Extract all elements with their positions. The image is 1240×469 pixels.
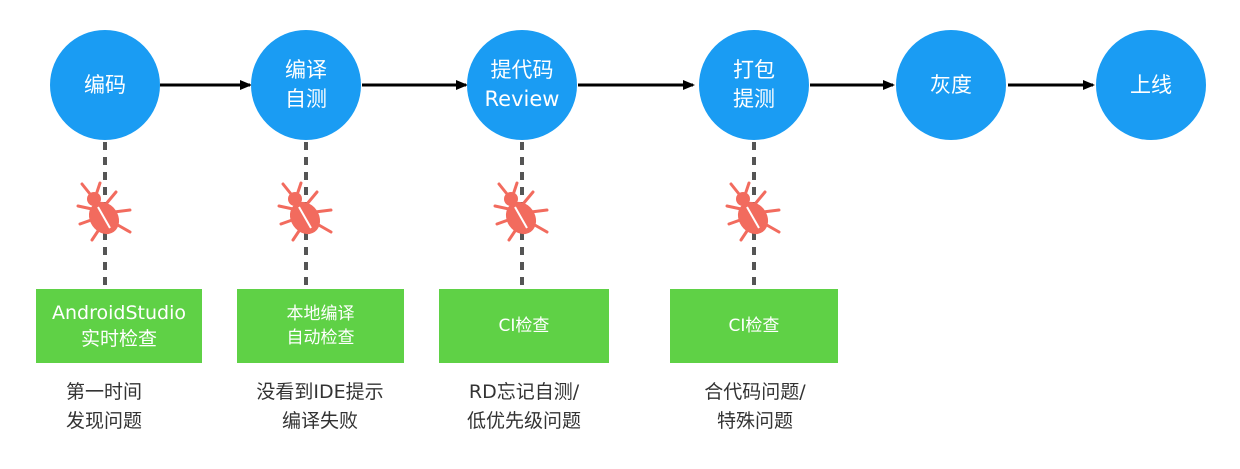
check-label: CI检查 [498,316,550,336]
check-label: 自动检查 [286,328,355,348]
stage-label: Review [484,87,560,111]
note-line: 第一时间 [65,381,142,403]
note-line: 发现问题 [65,410,142,432]
note-line: 合代码问题/ [704,381,806,403]
note-line: 编译失败 [281,410,358,432]
check-label: 本地编译 [286,304,355,324]
note-first-time: 第一时间 发现问题 [4,378,204,436]
bug-icon [76,181,132,242]
note-rd-forgot: RD忘记自测/ 低优先级问题 [424,378,624,436]
check-label: AndroidStudio [52,302,186,324]
check-ci-1: CI检查 [439,289,609,363]
stage-package-submit: 打包 提测 [699,30,809,140]
stage-label: 打包 [733,58,775,82]
stage-gray-release: 灰度 [896,30,1006,140]
stage-label: 编译 [285,58,327,82]
stage-compile-selftest: 编译 自测 [251,30,361,140]
bug-icon [725,181,781,242]
stage-label: 编码 [84,72,126,97]
stage-label: 自测 [285,87,327,111]
stage-label: 灰度 [930,72,972,97]
stage-code-review: 提代码 Review [467,30,577,140]
check-ci-2: CI检查 [670,289,838,363]
bug-icon [277,181,333,242]
note-merge-issue: 合代码问题/ 特殊问题 [655,378,855,436]
note-ide-missed: 没看到IDE提示 编译失败 [220,378,420,436]
note-line: 特殊问题 [716,410,793,432]
note-line: 没看到IDE提示 [256,381,384,403]
stage-label: 提代码 [490,58,554,82]
stage-coding: 编码 [50,30,160,140]
stage-label: 上线 [1130,72,1172,97]
stage-launch: 上线 [1096,30,1206,140]
check-label: 实时检查 [80,328,157,350]
check-local-compile: 本地编译 自动检查 [237,289,404,363]
stage-label: 提测 [733,87,775,111]
check-label: CI检查 [728,316,780,336]
bug-icon [493,181,549,242]
note-line: RD忘记自测/ [468,381,580,403]
check-androidstudio-realtime: AndroidStudio 实时检查 [36,289,202,363]
note-line: 低优先级问题 [466,410,581,432]
